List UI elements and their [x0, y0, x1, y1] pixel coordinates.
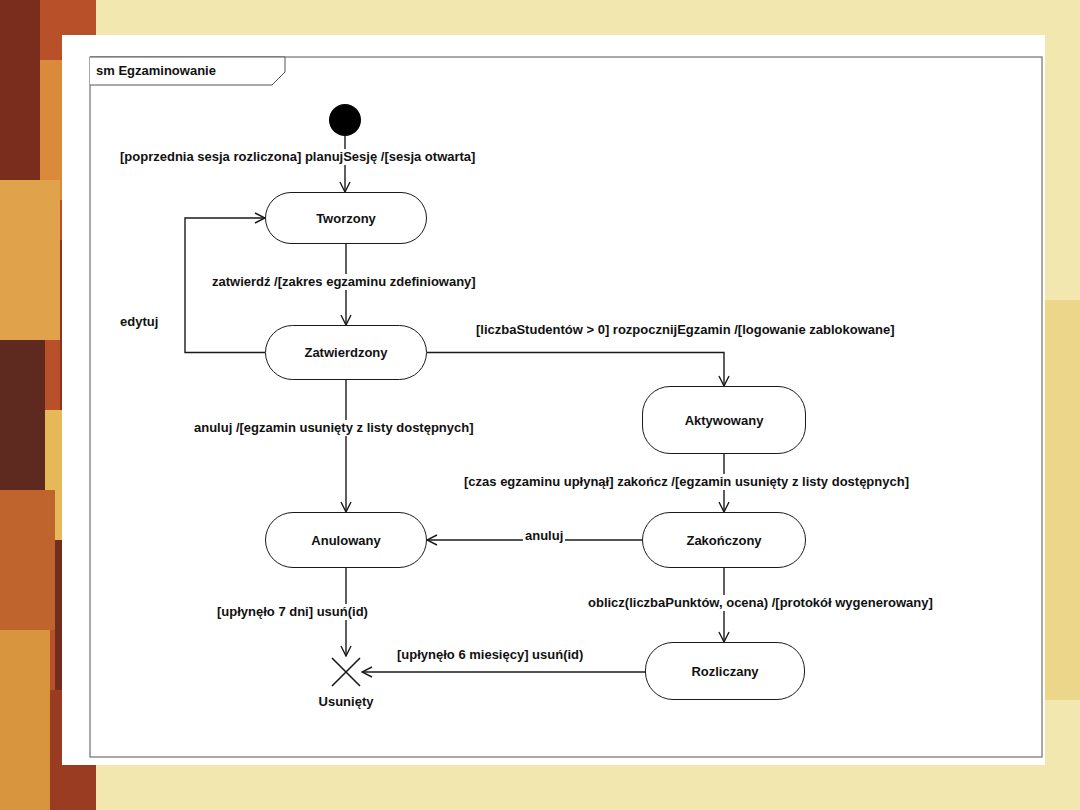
strip-texture: [0, 0, 40, 180]
transition-label: [czas egzaminu upłynął] zakończ /[egzami…: [462, 474, 911, 490]
cross-lines: [332, 658, 360, 686]
transition-arrow: [345, 380, 346, 512]
state-name: Anulowany: [311, 533, 380, 548]
strip-texture: [0, 180, 60, 340]
strip-texture: [1045, 300, 1080, 700]
state-box: Tworzony: [265, 192, 427, 244]
state-box: Rozliczany: [645, 642, 805, 700]
transition-label: anuluj /[egzamin usunięty z listy dostęp…: [192, 420, 476, 436]
terminate-state: Usunięty: [330, 656, 362, 688]
transition-label: [liczbaStudentów > 0] rozpocznijEgzamin …: [474, 322, 897, 338]
transition-arrow: [362, 671, 645, 672]
terminate-cross: [330, 656, 362, 688]
white-panel: [62, 35, 1045, 765]
transition-arrow: [427, 353, 724, 387]
transition-label: zatwierdź /[zakres egzaminu zdefiniowany…: [210, 274, 478, 290]
state-name: Zatwierdzony: [304, 345, 387, 360]
transition-label: [upłynęło 6 miesięcy] usuń(id): [395, 647, 585, 663]
transition-label: anuluj: [523, 528, 565, 544]
state-name: Aktywowany: [685, 413, 764, 428]
state-box: Zatwierdzony: [265, 325, 427, 380]
state-box: Zakończony: [642, 512, 806, 568]
transition-label: [upłynęło 7 dni] usuń(id): [215, 604, 370, 620]
state-name: Rozliczany: [691, 664, 758, 679]
strip-texture: [0, 490, 55, 630]
state-name: Tworzony: [316, 211, 376, 226]
frame-border: [90, 57, 1042, 757]
state-name: Usunięty: [319, 694, 374, 709]
state-box: Anulowany: [265, 512, 427, 568]
strip-texture: [0, 340, 45, 490]
transition-label: edytuj: [118, 314, 160, 330]
frame-tab: [90, 57, 285, 85]
state-box: Aktywowany: [642, 386, 806, 454]
initial-state: [329, 104, 361, 136]
transition-label: oblicz(liczbaPunktów, ocena) /[protokół …: [586, 595, 935, 611]
transition-label: [poprzednia sesja rozliczona] planujSesj…: [118, 149, 477, 165]
strip-texture: [0, 630, 50, 810]
state-name: Zakończony: [686, 533, 761, 548]
frame-title: sm Egzaminowanie: [96, 63, 216, 78]
